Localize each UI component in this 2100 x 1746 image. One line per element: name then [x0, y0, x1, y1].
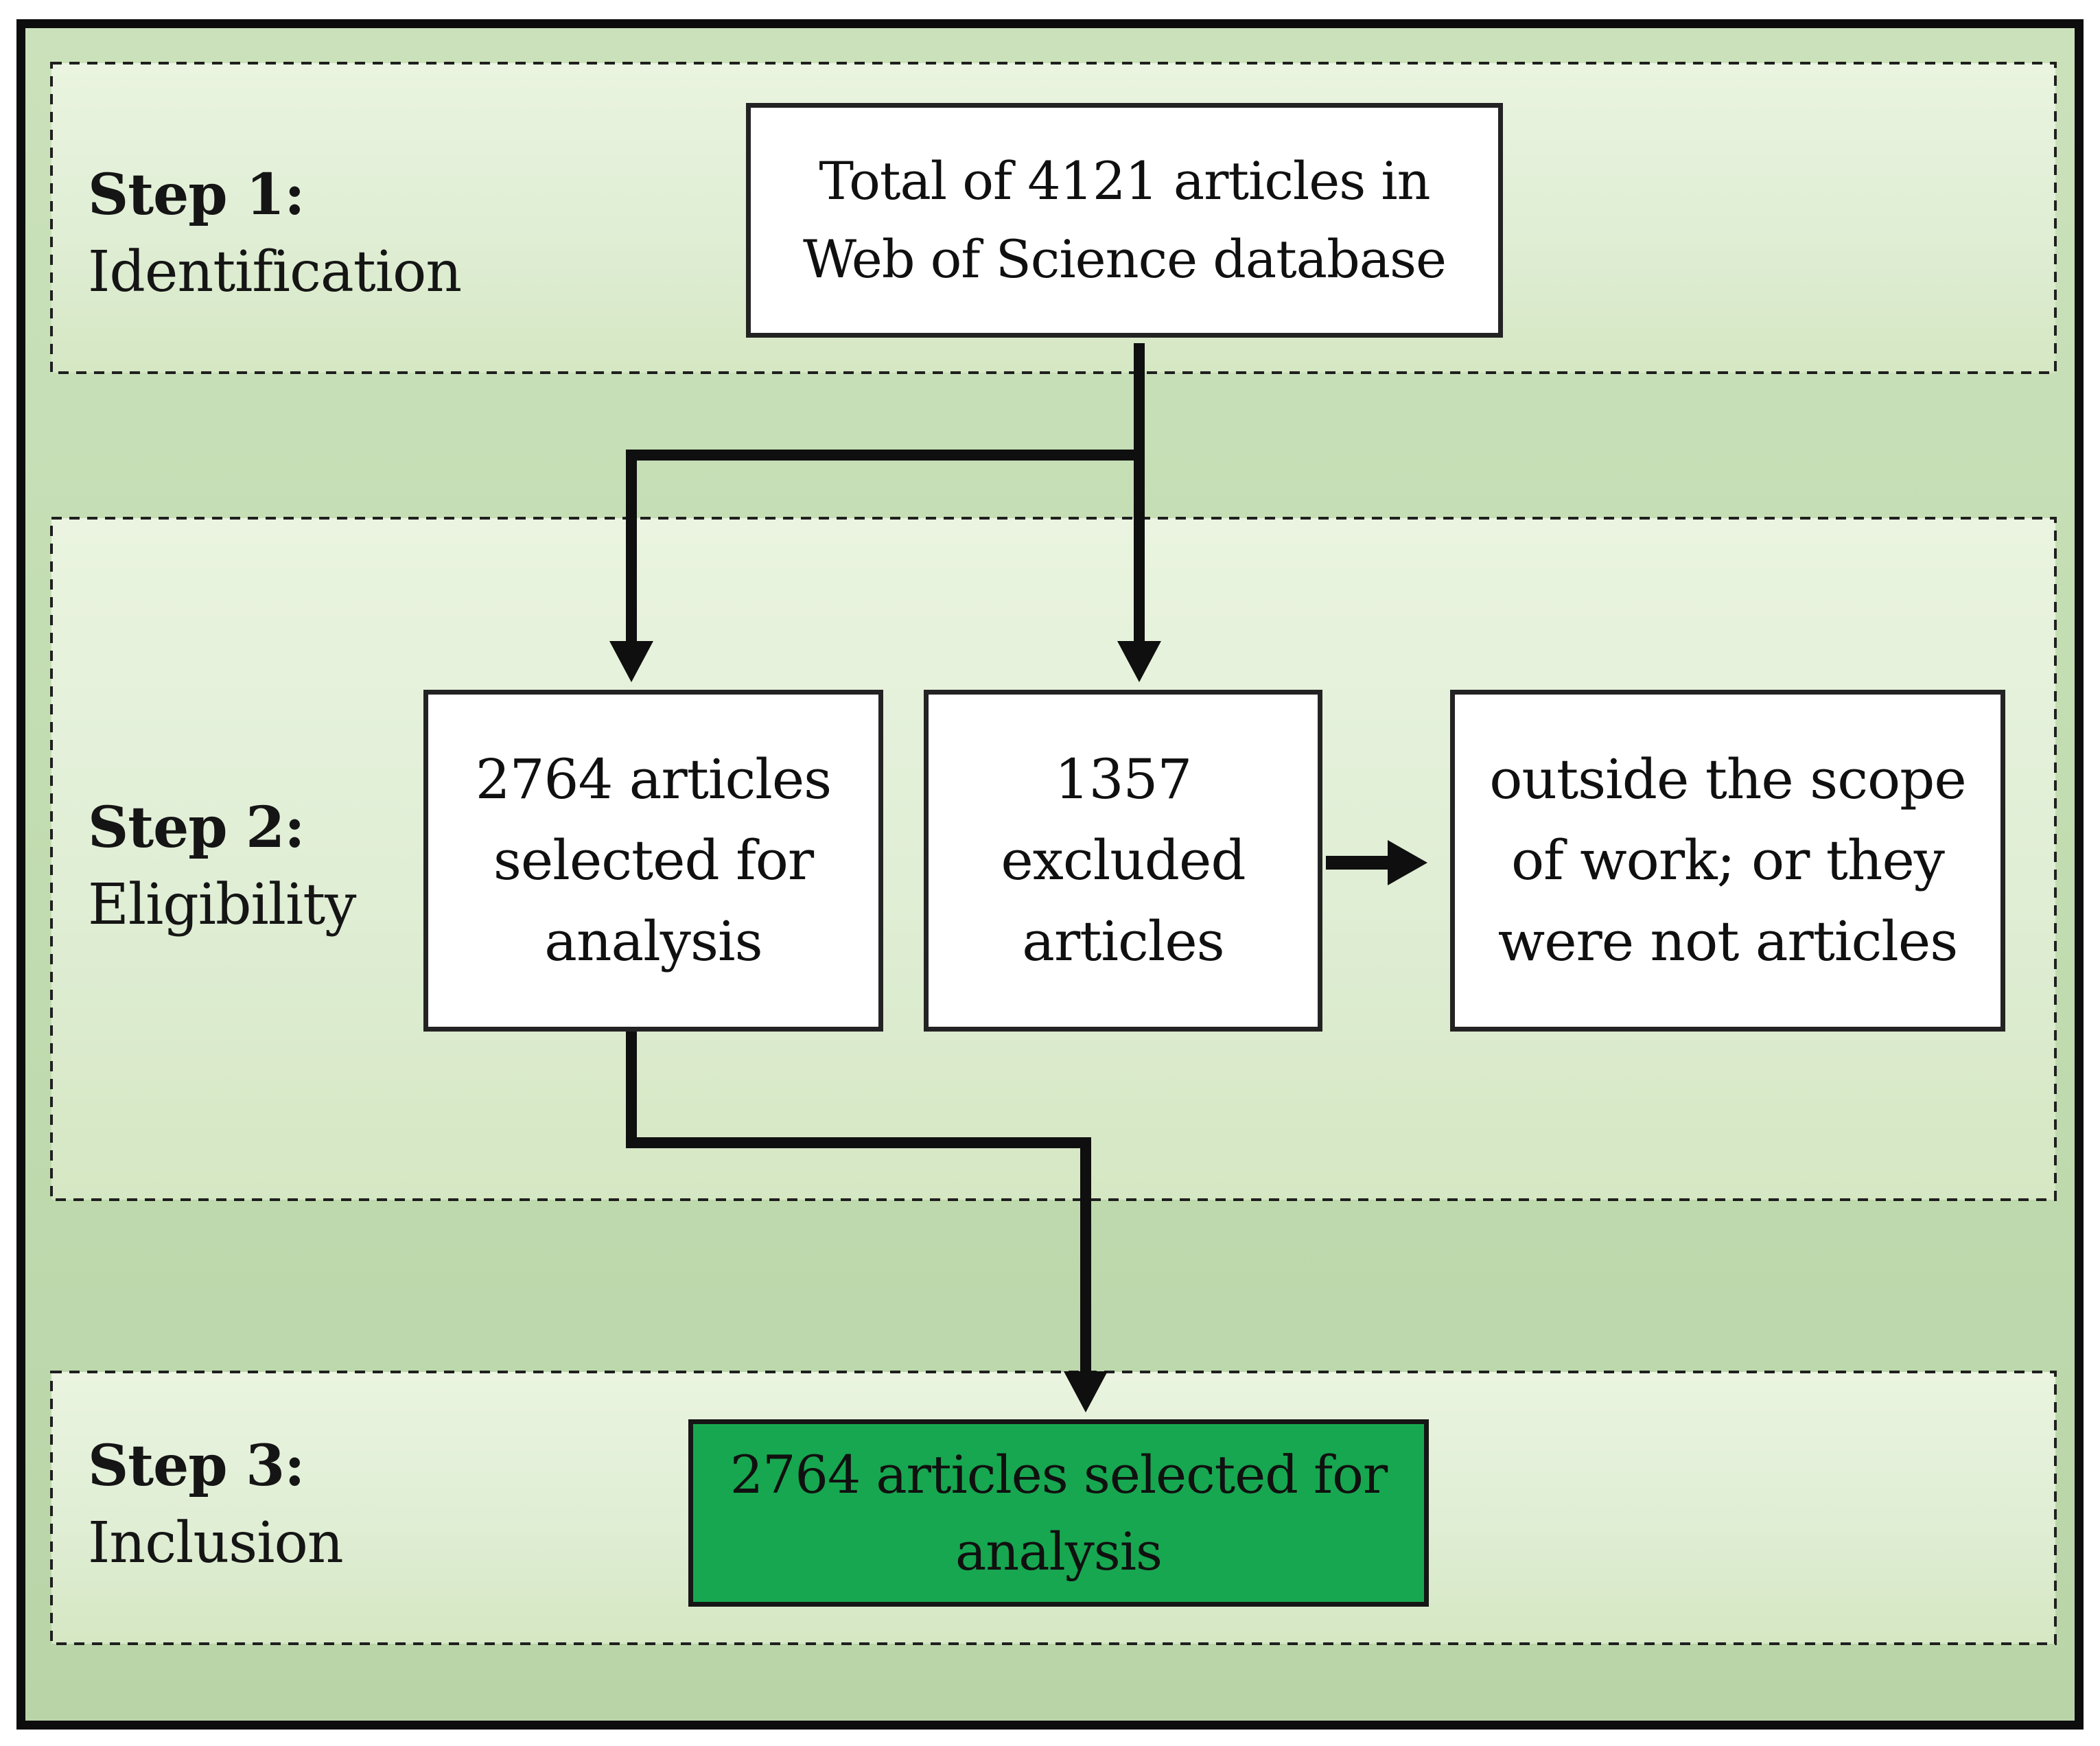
node-excluded-line1: 1357	[1054, 747, 1193, 811]
node-included-line1: 2764 articles selected for	[730, 1443, 1388, 1505]
step2-label-title: Step 2:	[88, 795, 305, 861]
step2-label-name: Eligibility	[88, 872, 356, 938]
step1-label: Step 1: Identification	[88, 156, 678, 311]
step3-label: Step 3: Inclusion	[88, 1428, 678, 1582]
step3-label-name: Inclusion	[88, 1511, 344, 1576]
node-selected-line1: 2764 articles	[475, 747, 832, 811]
node-exclusion-reason: outside the scope of work; or they were …	[1450, 690, 2005, 1032]
node-total-line1: Total of 4121 articles in	[819, 150, 1430, 211]
node-selected-line3: analysis	[544, 909, 762, 973]
node-selected-articles: 2764 articles selected for analysis	[423, 690, 883, 1032]
node-total-articles: Total of 4121 articles in Web of Science…	[746, 103, 1503, 338]
node-total-line2: Web of Science database	[802, 229, 1447, 290]
step1-label-name: Identification	[88, 240, 462, 305]
node-reason-line2: of work; or they	[1511, 828, 1945, 892]
node-excluded-line3: articles	[1022, 909, 1224, 973]
node-included-articles: 2764 articles selected for analysis	[688, 1419, 1429, 1607]
node-excluded-articles: 1357 excluded articles	[924, 690, 1322, 1032]
node-included-line2: analysis	[955, 1520, 1163, 1582]
node-selected-line2: selected for	[493, 828, 814, 892]
node-excluded-line2: excluded	[1001, 828, 1246, 892]
node-reason-line1: outside the scope	[1489, 747, 1966, 811]
step1-label-title: Step 1:	[88, 162, 305, 228]
node-reason-line3: were not articles	[1497, 909, 1959, 973]
step3-label-title: Step 3:	[88, 1433, 305, 1499]
